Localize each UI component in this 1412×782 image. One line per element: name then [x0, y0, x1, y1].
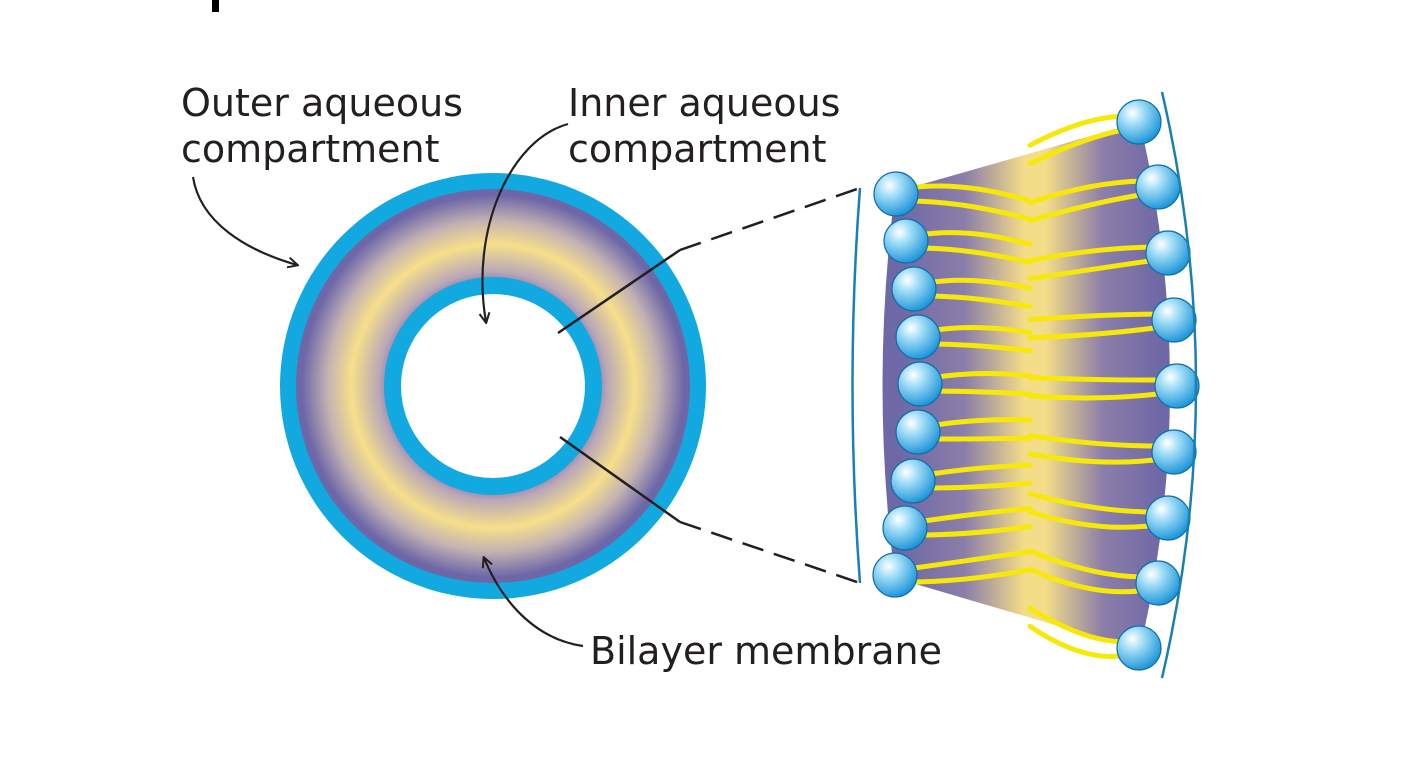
lipid-tail	[1027, 451, 1165, 465]
lipid-head	[1116, 625, 1162, 671]
label-outer-line2: compartment	[181, 127, 440, 171]
lipid-tail	[1027, 548, 1149, 580]
lipid-tail	[922, 462, 1033, 478]
label-bilayer-membrane: Bilayer membrane	[590, 628, 942, 674]
lipid-tail	[1027, 433, 1165, 449]
liposome-cross-section	[280, 173, 706, 599]
lipid-head	[1151, 297, 1197, 343]
leader-arrows	[191, 122, 584, 648]
lipid-tail	[1027, 311, 1165, 323]
inner-compartment	[401, 294, 585, 478]
lipid-tail	[914, 505, 1033, 525]
lipid-tail	[1027, 491, 1159, 515]
lipid-head	[895, 409, 941, 455]
lipid-tail	[922, 480, 1033, 491]
label-outer-line1: Outer aqueous	[181, 81, 463, 125]
lipid-head	[891, 266, 937, 312]
lipid-tail	[1027, 178, 1149, 205]
lipid-head	[897, 361, 943, 407]
lipid-tail	[923, 293, 1033, 310]
lipid-tail	[1027, 390, 1168, 401]
lipid-tail	[929, 388, 1033, 397]
lipid-tail	[915, 230, 1033, 247]
lipid-tail	[1027, 126, 1130, 166]
stray-mark	[212, 0, 219, 12]
label-inner-line2: compartment	[568, 127, 827, 171]
lipid-tail	[927, 417, 1033, 429]
lipid-head	[890, 458, 936, 504]
lipid-tail	[1027, 257, 1159, 282]
bilayer-magnified-view	[851, 91, 1200, 679]
lipid-head	[1154, 363, 1200, 409]
lipid-tail	[927, 435, 1033, 442]
lipid-head	[883, 218, 929, 264]
zoom-line-bottom-dashed	[679, 520, 861, 585]
lipid-tail	[1027, 244, 1159, 264]
lipid-tail	[1027, 623, 1130, 659]
lipid-tail	[1027, 509, 1159, 530]
lipid-tail	[927, 325, 1033, 336]
lipid-tail	[905, 198, 1033, 222]
lipid-tail	[1027, 375, 1168, 383]
label-bilayer-text: Bilayer membrane	[590, 629, 942, 673]
lipid-tail	[904, 548, 1033, 572]
zoom-line-top-dashed	[679, 186, 861, 252]
lipid-tail	[914, 523, 1033, 538]
outer-compartment-arrow	[191, 176, 297, 265]
lipid-heads	[872, 99, 1200, 671]
lipid-head	[1145, 495, 1191, 541]
outer-boundary-line	[1160, 91, 1198, 679]
lipid-tail	[1027, 191, 1149, 224]
lipid-head	[895, 314, 941, 360]
label-inner-aqueous-compartment: Inner aqueous compartment	[568, 80, 840, 172]
inner-boundary-line	[851, 187, 862, 584]
lipid-head	[1151, 429, 1197, 475]
lipid-tail	[1027, 566, 1149, 595]
zoom-line-bottom-solid	[559, 435, 681, 524]
label-outer-aqueous-compartment: Outer aqueous compartment	[181, 80, 463, 172]
zoom-lines	[557, 186, 861, 585]
lipid-tail	[904, 567, 1033, 585]
lipid-tail	[927, 341, 1033, 354]
lipid-tail	[905, 183, 1033, 204]
zoom-line-top-solid	[557, 248, 681, 335]
lipid-head	[1145, 230, 1191, 276]
label-inner-line1: Inner aqueous	[568, 81, 841, 125]
lipid-head	[873, 171, 919, 217]
lipid-tail	[923, 277, 1033, 291]
lipid-tail	[915, 245, 1033, 265]
lipid-head	[1135, 164, 1181, 210]
lipid-head	[882, 505, 928, 551]
inner-compartment-arrow	[482, 122, 569, 322]
lipid-head	[1135, 560, 1181, 606]
bilayer-membrane-arrow	[484, 558, 584, 648]
lipid-head	[1116, 99, 1162, 145]
lipid-tail	[1027, 324, 1165, 341]
lipid-head	[872, 552, 918, 598]
